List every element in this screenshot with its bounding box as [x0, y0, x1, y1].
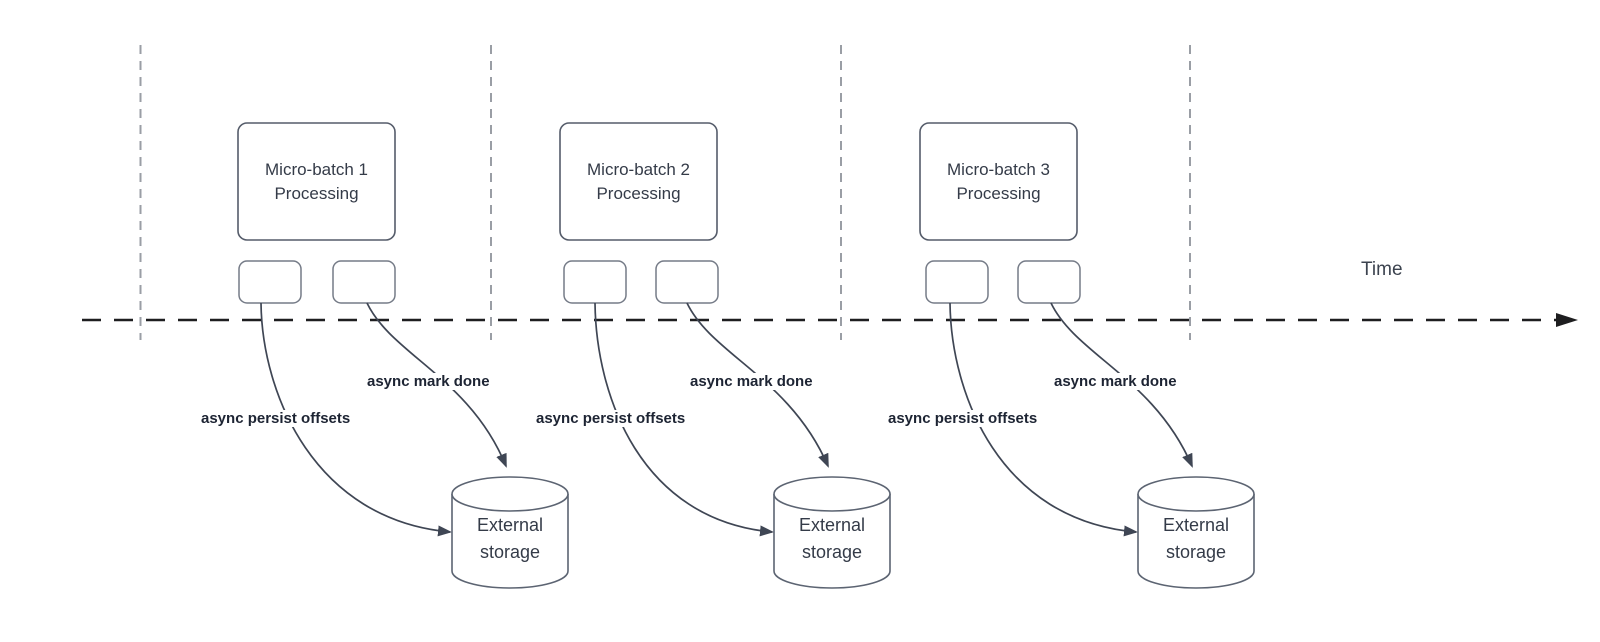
external-storage-label-2: External storage: [774, 512, 890, 566]
processing-label-line-1: Micro-batch 2: [587, 159, 690, 179]
mark-done-arrow-1: [366, 302, 507, 468]
processing-label-line-1: Micro-batch 1: [265, 159, 368, 179]
external-storage-cylinder-2: [773, 494, 891, 589]
micro-batch-2-processing-label: Micro-batch 2 Processing: [560, 123, 717, 240]
storage-label-line-1: External: [476, 515, 544, 535]
mark-done-label-2: async mark done: [688, 373, 815, 390]
persist-offsets-label-3: async persist offsets: [886, 410, 1040, 427]
mark-done-label-3: async mark done: [1052, 373, 1179, 390]
storage-label-line-2: storage: [479, 542, 541, 562]
persist-offsets-label-2: async persist offsets: [534, 410, 688, 427]
external-storage-label-1: External storage: [452, 512, 568, 566]
storage-label-line-1: External: [798, 515, 866, 535]
storage-label-line-2: storage: [801, 542, 863, 562]
micro-batch-2-processing-box: [559, 122, 718, 241]
persist-offsets-arrow-3: [949, 302, 1138, 537]
mark-done-arrow-2: [686, 302, 829, 468]
mark-done-arrow-3: [1050, 302, 1193, 468]
processing-label-line-2: Processing: [274, 183, 359, 203]
time-axis-label: Time: [1361, 259, 1403, 280]
micro-batch-1-mark-done-task-box: [332, 260, 396, 304]
micro-batch-1-processing-box: [237, 122, 396, 241]
mark-done-label-1: async mark done: [365, 373, 492, 390]
persist-offsets-label-1: async persist offsets: [199, 410, 353, 427]
storage-label-line-1: External: [1162, 515, 1230, 535]
micro-batch-2-persist-task-box: [563, 260, 627, 304]
external-storage-label-3: External storage: [1138, 512, 1254, 566]
processing-label-line-2: Processing: [596, 183, 681, 203]
processing-label-line-2: Processing: [956, 183, 1041, 203]
external-storage-cylinder-1-top: [451, 476, 569, 512]
persist-offsets-arrow-1: [260, 302, 452, 537]
micro-batch-3-persist-task-box: [925, 260, 989, 304]
micro-batch-1-processing-label: Micro-batch 1 Processing: [238, 123, 395, 240]
external-storage-cylinder-2-top: [773, 476, 891, 512]
processing-label-line-1: Micro-batch 3: [947, 159, 1050, 179]
external-storage-cylinder-3: [1137, 494, 1255, 589]
micro-batch-3-processing-label: Micro-batch 3 Processing: [920, 123, 1077, 240]
external-storage-cylinder-1: [451, 494, 569, 589]
micro-batch-3-processing-box: [919, 122, 1078, 241]
persist-offsets-arrow-2: [594, 302, 774, 537]
micro-batch-2-mark-done-task-box: [655, 260, 719, 304]
storage-label-line-2: storage: [1165, 542, 1227, 562]
micro-batch-3-mark-done-task-box: [1017, 260, 1081, 304]
external-storage-cylinder-3-top: [1137, 476, 1255, 512]
micro-batch-1-persist-task-box: [238, 260, 302, 304]
